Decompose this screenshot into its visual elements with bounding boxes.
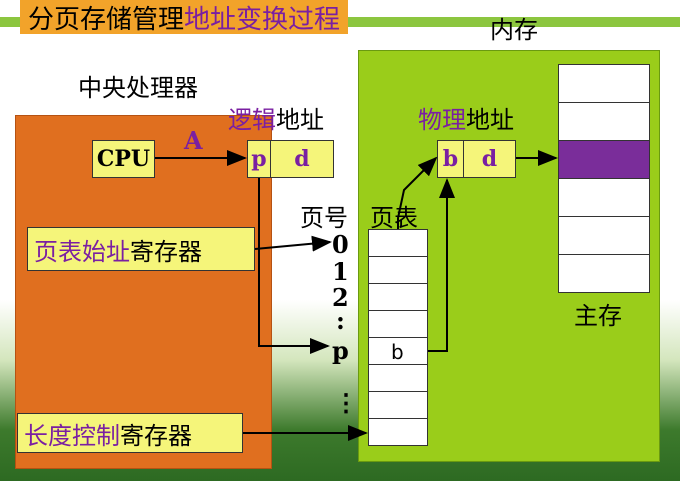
cpu-box: CPU: [92, 140, 155, 178]
page-num-colon: :: [336, 306, 345, 335]
arrow-entry-to-physical: [428, 178, 455, 352]
page-table-row: [368, 283, 428, 311]
cpu-area-label: 中央处理器: [78, 74, 198, 102]
page-num-vdots: ⋮: [334, 388, 358, 417]
page-table-entry-b: b: [391, 340, 404, 364]
page-table-row: [368, 364, 428, 392]
physical-address-label-1: 物理: [418, 106, 466, 134]
page-title: 分页存储管理地址变换过程: [20, 0, 349, 35]
page-num-0: 0: [332, 230, 349, 259]
main-memory-block: [558, 178, 650, 217]
length-control-register: 长度控制寄存器: [17, 413, 243, 453]
memory-label: 内存: [490, 16, 538, 44]
arrow-page-table-to-physical: [397, 156, 438, 229]
page-table-base-register-1: 页表始址: [34, 237, 130, 266]
physical-address-label-2: 地址: [466, 106, 514, 134]
page-table-row: [368, 418, 428, 446]
main-memory-block-highlighted: [558, 140, 650, 179]
title-part1: 分页存储管理: [28, 4, 185, 35]
main-memory-block: [558, 254, 650, 293]
logical-address-label: 逻辑地址: [228, 100, 324, 135]
page-table-base-register-2: 寄存器: [130, 237, 202, 266]
logical-d-box: d: [270, 140, 334, 178]
arrow-a-label: A: [184, 126, 203, 155]
physical-d-box: d: [463, 140, 516, 178]
logical-address-label-2: 地址: [276, 106, 324, 134]
page-table-row: [368, 256, 428, 284]
physical-b-box: b: [437, 140, 464, 178]
page-num-2: 2: [332, 283, 349, 312]
title-part2: 地址变换过程: [184, 4, 341, 35]
physical-address-label: 物理地址: [418, 100, 514, 135]
arrow-p-to-page-row: [258, 178, 330, 354]
page-num-1: 1: [332, 257, 349, 286]
logical-address-label-1: 逻辑: [228, 106, 276, 134]
main-memory-block: [558, 102, 650, 141]
length-control-register-1: 长度控制: [24, 421, 120, 450]
page-num-p: p: [332, 336, 349, 365]
length-control-register-2: 寄存器: [120, 421, 192, 450]
main-memory-block: [558, 216, 650, 255]
logical-p-box: p: [247, 140, 271, 178]
page-number-label: 页号: [300, 204, 348, 232]
page-table-row-p: b: [368, 337, 428, 365]
main-memory-label: 主存: [574, 302, 622, 330]
page-table-base-register: 页表始址寄存器: [27, 227, 255, 271]
arrow-base-register-to-page0: [254, 235, 332, 252]
page-table-label: 页表: [370, 204, 418, 232]
